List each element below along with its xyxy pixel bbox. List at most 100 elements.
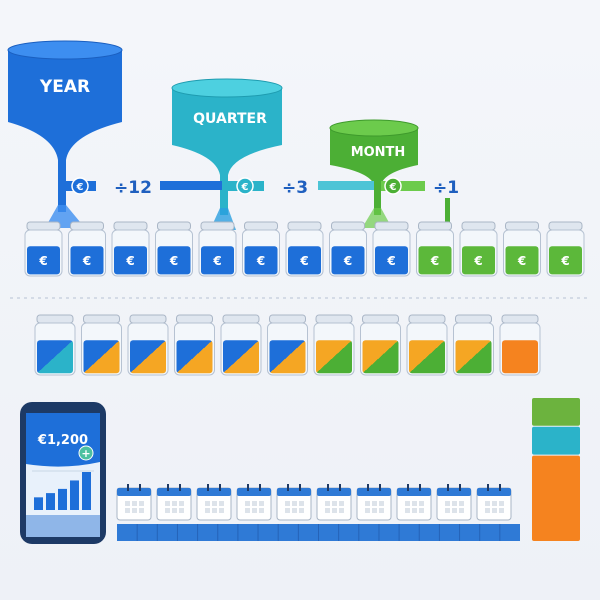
jar-fill [288, 246, 321, 275]
phone: €1,200 + [20, 402, 106, 544]
euro-icon: € [299, 254, 308, 268]
quarter-label: QUARTER [193, 111, 267, 127]
month-divisor: ÷1 [433, 178, 459, 198]
quarter-divisor: ÷3 [282, 178, 308, 198]
calendar-icon [396, 484, 432, 521]
euro-icon: € [241, 182, 249, 193]
euro-icon: € [517, 254, 526, 268]
stacked-total [532, 398, 580, 541]
jar-fill [114, 246, 147, 275]
euro-icon: € [125, 254, 134, 268]
euro-icon: € [212, 254, 221, 268]
calendar-icon [276, 484, 312, 521]
phone-bar [82, 472, 91, 510]
jar: € [68, 221, 106, 277]
jar-fill [201, 246, 234, 275]
euro-icon: € [430, 254, 439, 268]
year-divisor: ÷12 [114, 178, 152, 198]
calendar-icon [436, 484, 472, 521]
jar: € [155, 221, 193, 277]
month-funnel: MONTH [329, 119, 419, 228]
jar-fill [331, 246, 365, 275]
jar: € [198, 221, 237, 277]
phone-bar-chart [34, 472, 91, 510]
jar [174, 314, 215, 376]
jar: € [24, 221, 63, 277]
jar-fill [462, 246, 495, 275]
jar: € [242, 221, 280, 277]
svg-text:+: + [81, 447, 90, 460]
jar-fill [157, 246, 191, 275]
divisor-row: € ÷12 € ÷3 € ÷1 [66, 177, 459, 226]
jar: € [111, 221, 150, 277]
stack-segment [532, 426, 580, 455]
jar-fill [37, 340, 73, 374]
jar-fill [269, 340, 306, 374]
jar-fill [409, 340, 445, 374]
euro-icon: € [38, 254, 47, 268]
jar-fill [223, 340, 259, 374]
jar-fill [502, 340, 538, 374]
jar: € [285, 221, 324, 277]
euro-icon: € [389, 182, 397, 193]
jar [360, 314, 401, 376]
calendar-icon [156, 484, 192, 521]
jar: € [372, 221, 411, 277]
add-icon[interactable] [78, 445, 94, 461]
calendar-row [116, 484, 520, 541]
jar [34, 314, 76, 376]
stack-segment [532, 398, 580, 426]
phone-bar [34, 497, 43, 510]
jar-fill [549, 246, 582, 275]
jar-fill [130, 340, 166, 374]
euro-icon: € [386, 254, 395, 268]
jar: € [503, 221, 541, 277]
calendar-icon [116, 484, 152, 521]
euro-icon: € [473, 254, 482, 268]
stack-segment [532, 455, 580, 541]
euro-icon: € [343, 254, 352, 268]
jar [220, 314, 262, 376]
monthly-jar-row: € € € € € € € € € € € € € [24, 221, 585, 277]
phone-bar [46, 493, 55, 510]
jar [313, 314, 355, 376]
jar-fill [362, 340, 399, 374]
jar: € [416, 221, 454, 277]
year-label: YEAR [39, 77, 90, 97]
jar [453, 314, 494, 376]
calendar-icon [356, 484, 392, 521]
jar [499, 314, 541, 376]
jar-fill [27, 246, 60, 275]
jar: € [459, 221, 498, 277]
jar-fill [505, 246, 539, 275]
euro-icon: € [169, 254, 178, 268]
jar [81, 314, 122, 376]
jar: € [329, 221, 367, 277]
jar-fill [70, 246, 104, 275]
calendar-icon [316, 484, 352, 521]
jar [267, 314, 308, 376]
year-funnel: YEAR [7, 40, 123, 228]
jar [127, 314, 169, 376]
jar-fill [316, 340, 352, 374]
jar-fill [244, 246, 278, 275]
mixed-jar-row [34, 314, 541, 376]
jar-fill [455, 340, 492, 374]
jar [406, 314, 448, 376]
euro-icon: € [256, 254, 265, 268]
euro-icon: € [76, 182, 84, 193]
calendar-icon [236, 484, 272, 521]
quarter-funnel: QUARTER [171, 78, 283, 230]
jar: € [546, 221, 585, 277]
calendar-icon [476, 484, 512, 521]
euro-icon: € [82, 254, 91, 268]
month-label: MONTH [351, 145, 406, 160]
phone-bar [58, 488, 67, 510]
jar-fill [83, 340, 120, 374]
balance-amount: €1,200 [37, 433, 88, 448]
jar-fill [176, 340, 213, 374]
jar-fill [375, 246, 408, 275]
euro-icon: € [560, 254, 569, 268]
calendar-icon [196, 484, 232, 521]
